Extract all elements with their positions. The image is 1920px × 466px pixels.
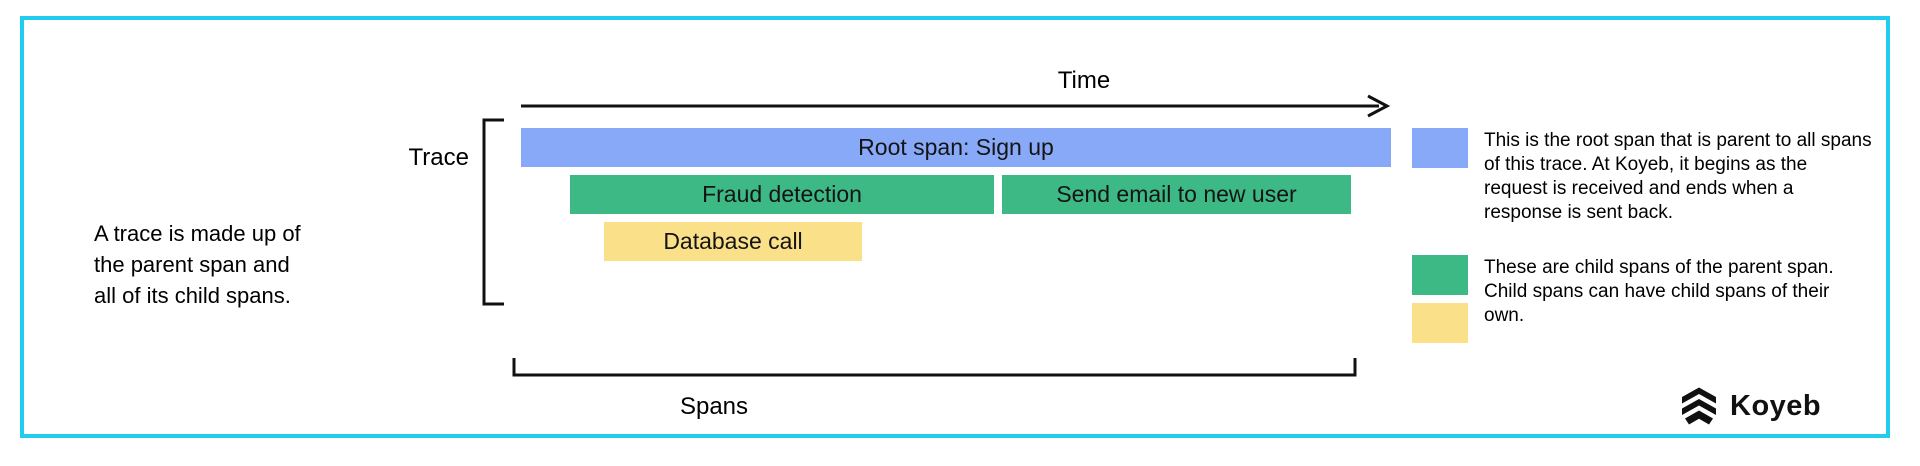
- spans-bracket-icon: [512, 356, 1357, 378]
- time-arrow-icon: [521, 92, 1391, 120]
- legend-swatch-group: [1412, 255, 1468, 343]
- koyeb-logo-icon: [1679, 386, 1719, 426]
- trace-bracket-label: Trace: [408, 144, 469, 171]
- span-bar-label: Fraud detection: [702, 181, 862, 207]
- legend-swatch-blue: [1412, 128, 1468, 168]
- span-bar-database-call[interactable]: Database call: [604, 222, 862, 261]
- spans-bracket-label: Spans: [679, 393, 749, 420]
- legend-text-root-span: This is the root span that is parent to …: [1484, 130, 1872, 223]
- trace-description: A trace is made up of the parent span an…: [94, 221, 301, 308]
- span-bar-label: Database call: [663, 228, 803, 254]
- span-bar-send-email[interactable]: Send email to new user: [1002, 175, 1351, 214]
- diagram-frame: A trace is made up of the parent span an…: [20, 16, 1890, 438]
- time-axis-label: Time: [1057, 67, 1111, 94]
- legend-text-child-spans: These are child spans of the parent span…: [1484, 257, 1834, 326]
- span-bar-fraud-detection[interactable]: Fraud detection: [570, 175, 994, 214]
- legend-swatch-yellow: [1412, 303, 1468, 343]
- legend: This is the root span that is parent to …: [1412, 128, 1872, 373]
- legend-swatch-green: [1412, 255, 1468, 295]
- brand-name: Koyeb: [1730, 390, 1822, 422]
- trace-bracket-icon: [476, 118, 506, 306]
- span-bar-label: Root span: Sign up: [858, 134, 1054, 160]
- span-bar-label: Send email to new user: [1056, 181, 1297, 207]
- brand-lockup: Koyeb: [1679, 386, 1821, 426]
- legend-item-root-span: This is the root span that is parent to …: [1412, 128, 1872, 225]
- legend-item-child-spans: These are child spans of the parent span…: [1412, 255, 1872, 343]
- legend-swatch-group: [1412, 128, 1468, 168]
- span-bar-root-span[interactable]: Root span: Sign up: [521, 128, 1391, 167]
